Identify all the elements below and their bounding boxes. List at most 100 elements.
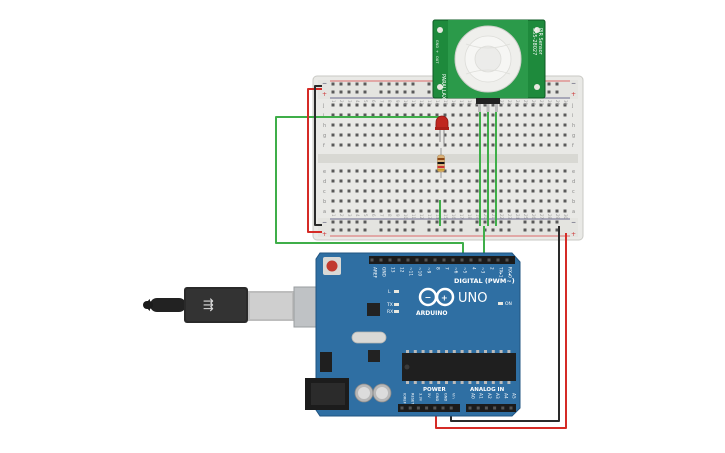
terminal-hole[interactable] xyxy=(387,189,391,193)
analog-pin[interactable] xyxy=(476,406,480,410)
rail-hole[interactable] xyxy=(499,220,503,224)
terminal-hole[interactable] xyxy=(475,169,479,173)
terminal-hole[interactable] xyxy=(395,143,399,147)
terminal-hole[interactable] xyxy=(371,189,375,193)
terminal-hole[interactable] xyxy=(475,143,479,147)
terminal-hole[interactable] xyxy=(387,123,391,127)
terminal-hole[interactable] xyxy=(507,113,511,117)
terminal-hole[interactable] xyxy=(427,103,431,107)
terminal-hole[interactable] xyxy=(363,209,367,213)
rail-hole[interactable] xyxy=(403,220,407,224)
terminal-hole[interactable] xyxy=(467,179,471,183)
terminal-hole[interactable] xyxy=(467,169,471,173)
terminal-hole[interactable] xyxy=(371,123,375,127)
terminal-hole[interactable] xyxy=(539,133,543,137)
terminal-hole[interactable] xyxy=(403,209,407,213)
power-pin[interactable] xyxy=(425,406,429,410)
terminal-hole[interactable] xyxy=(379,209,383,213)
terminal-hole[interactable] xyxy=(403,199,407,203)
terminal-hole[interactable] xyxy=(507,209,511,213)
rail-hole[interactable] xyxy=(491,228,495,232)
rail-hole[interactable] xyxy=(387,82,391,86)
rail-hole[interactable] xyxy=(523,228,527,232)
terminal-hole[interactable] xyxy=(451,209,455,213)
terminal-hole[interactable] xyxy=(419,133,423,137)
terminal-hole[interactable] xyxy=(387,209,391,213)
terminal-hole[interactable] xyxy=(507,189,511,193)
terminal-hole[interactable] xyxy=(347,103,351,107)
terminal-hole[interactable] xyxy=(515,169,519,173)
rail-hole[interactable] xyxy=(547,82,551,86)
digital-pin[interactable] xyxy=(496,258,500,262)
terminal-hole[interactable] xyxy=(443,103,447,107)
rail-hole[interactable] xyxy=(435,220,439,224)
terminal-hole[interactable] xyxy=(459,133,463,137)
led[interactable] xyxy=(435,115,449,146)
terminal-hole[interactable] xyxy=(507,199,511,203)
rail-hole[interactable] xyxy=(339,228,343,232)
rail-hole[interactable] xyxy=(427,220,431,224)
terminal-hole[interactable] xyxy=(491,179,495,183)
terminal-hole[interactable] xyxy=(347,209,351,213)
rail-hole[interactable] xyxy=(539,220,543,224)
terminal-hole[interactable] xyxy=(483,199,487,203)
digital-pin[interactable] xyxy=(469,258,473,262)
rail-hole[interactable] xyxy=(411,228,415,232)
rail-hole[interactable] xyxy=(483,220,487,224)
terminal-hole[interactable] xyxy=(555,123,559,127)
rail-hole[interactable] xyxy=(331,90,335,94)
terminal-hole[interactable] xyxy=(467,123,471,127)
rail-hole[interactable] xyxy=(475,228,479,232)
terminal-hole[interactable] xyxy=(403,143,407,147)
rail-hole[interactable] xyxy=(387,90,391,94)
terminal-hole[interactable] xyxy=(339,133,343,137)
terminal-hole[interactable] xyxy=(531,179,535,183)
digital-pin[interactable] xyxy=(460,258,464,262)
terminal-hole[interactable] xyxy=(347,133,351,137)
digital-pin[interactable] xyxy=(415,258,419,262)
terminal-hole[interactable] xyxy=(427,143,431,147)
rail-hole[interactable] xyxy=(355,228,359,232)
digital-pin[interactable] xyxy=(442,258,446,262)
rail-hole[interactable] xyxy=(459,228,463,232)
terminal-hole[interactable] xyxy=(547,103,551,107)
terminal-hole[interactable] xyxy=(387,103,391,107)
terminal-hole[interactable] xyxy=(387,133,391,137)
terminal-hole[interactable] xyxy=(419,189,423,193)
analog-pin[interactable] xyxy=(484,406,488,410)
rail-hole[interactable] xyxy=(443,220,447,224)
rail-hole[interactable] xyxy=(363,220,367,224)
terminal-hole[interactable] xyxy=(523,199,527,203)
rail-hole[interactable] xyxy=(331,220,335,224)
rail-hole[interactable] xyxy=(411,82,415,86)
digital-pin[interactable] xyxy=(478,258,482,262)
terminal-hole[interactable] xyxy=(403,169,407,173)
terminal-hole[interactable] xyxy=(547,189,551,193)
terminal-hole[interactable] xyxy=(555,169,559,173)
terminal-hole[interactable] xyxy=(531,199,535,203)
terminal-hole[interactable] xyxy=(563,123,567,127)
rail-hole[interactable] xyxy=(547,228,551,232)
rail-hole[interactable] xyxy=(507,220,511,224)
terminal-hole[interactable] xyxy=(331,103,335,107)
terminal-hole[interactable] xyxy=(531,209,535,213)
terminal-hole[interactable] xyxy=(403,123,407,127)
rail-hole[interactable] xyxy=(395,228,399,232)
terminal-hole[interactable] xyxy=(563,189,567,193)
analog-pin[interactable] xyxy=(493,406,497,410)
terminal-hole[interactable] xyxy=(331,189,335,193)
terminal-hole[interactable] xyxy=(459,103,463,107)
terminal-hole[interactable] xyxy=(347,199,351,203)
terminal-hole[interactable] xyxy=(419,209,423,213)
analog-pin[interactable] xyxy=(509,406,513,410)
terminal-hole[interactable] xyxy=(395,199,399,203)
digital-pin[interactable] xyxy=(370,258,374,262)
terminal-hole[interactable] xyxy=(555,143,559,147)
terminal-hole[interactable] xyxy=(371,179,375,183)
terminal-hole[interactable] xyxy=(491,189,495,193)
terminal-hole[interactable] xyxy=(379,199,383,203)
rail-hole[interactable] xyxy=(411,90,415,94)
terminal-hole[interactable] xyxy=(499,103,503,107)
terminal-hole[interactable] xyxy=(483,143,487,147)
terminal-hole[interactable] xyxy=(475,113,479,117)
